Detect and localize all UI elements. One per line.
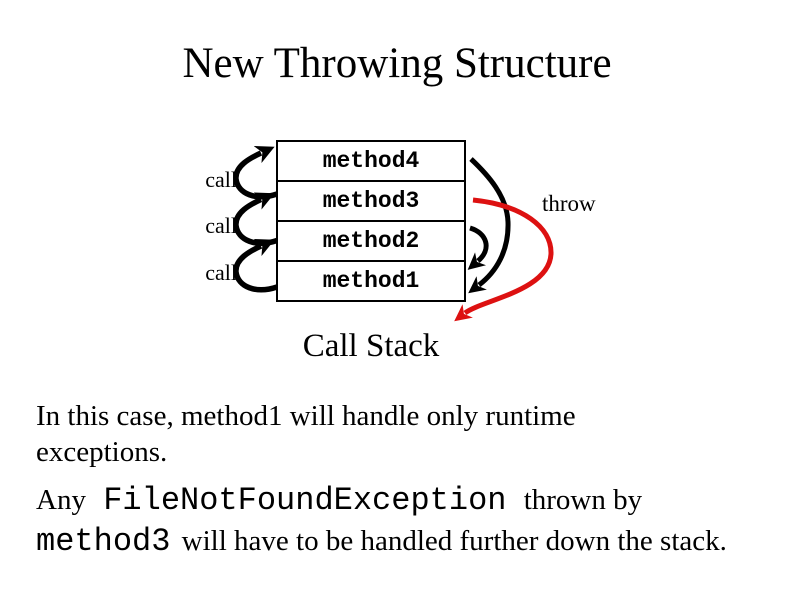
stack-frame-method1: method1 [278,260,464,300]
stack-frame-method2: method2 [278,220,464,260]
body-paragraph-1: In this case, method1 will handle only r… [36,398,794,470]
stack-frame-method3: method3 [278,180,464,220]
propagation-arrow-long-icon [468,157,511,294]
inline-code-method3: method3 [36,523,171,560]
call-label-3: call [205,260,237,285]
body-paragraph-2-line-1: Any FileNotFoundException thrown by [36,480,794,521]
throw-label: throw [542,191,596,216]
call-stack-caption: Call Stack [302,328,440,364]
page-title: New Throwing Structure [182,40,612,87]
stack-frame-method4: method4 [322,148,420,174]
call-stack-box: method4 method3 method2 method1 [276,140,466,302]
body-text: In this case, method1 will handle only r… [0,398,794,562]
throw-arrow-icon [454,197,554,322]
body-paragraph-2: Any FileNotFoundException thrown by meth… [36,480,794,562]
call-arrow-icon [233,239,278,293]
propagation-arrow-short-icon [467,225,489,270]
call-label-2: call [205,213,237,238]
paragraph-2-lead: Any [36,484,86,516]
call-label-1: call [205,167,237,192]
inline-code-exception: FileNotFoundException [103,482,507,519]
body-paragraph-2-line-2: method3 will have to be handled further … [36,521,794,562]
body-paragraph-1-line-1: In this case, method1 will handle only r… [36,400,576,432]
paragraph-2-mid: thrown by [523,484,643,516]
call-arrow-icon [233,146,278,200]
paragraph-2-tail: will have to be handled further down the… [181,525,727,557]
call-arrow-icon [233,192,278,246]
body-paragraph-1-line-2: exceptions. [36,436,168,468]
